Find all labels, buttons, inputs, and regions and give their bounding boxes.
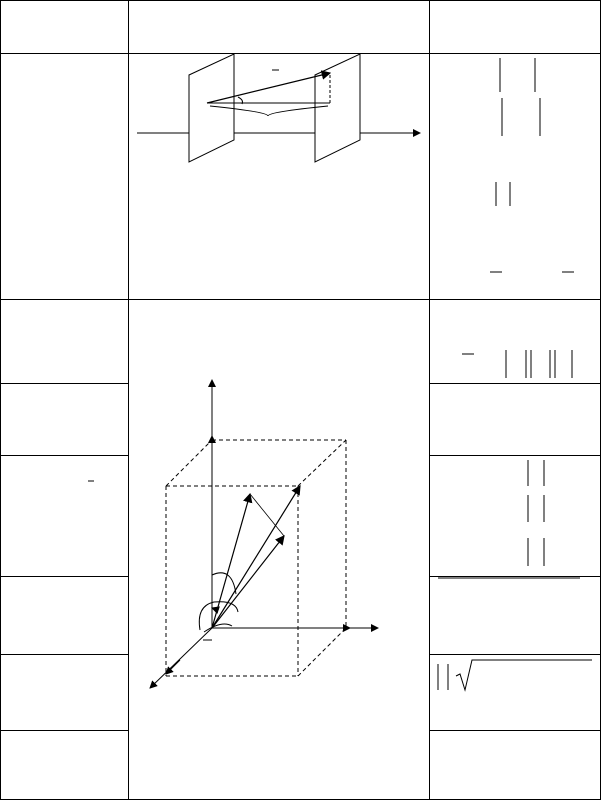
dashed-box [165, 439, 347, 677]
angle-arc-1 [211, 572, 237, 595]
column-divider-2 [429, 0, 430, 800]
angle-arc-2 [198, 601, 239, 631]
vector-c [211, 535, 285, 629]
vector-a [211, 492, 253, 629]
x-axis [149, 627, 213, 689]
row-divider-5-right [430, 576, 601, 577]
row-divider-6-right [430, 654, 601, 655]
row-divider-6-left [0, 654, 129, 655]
row-divider-2 [0, 299, 601, 300]
angle-arc [237, 96, 243, 105]
angle-arc-3 [203, 623, 233, 633]
row-divider-5-left [0, 576, 129, 577]
row-divider-7-left [0, 730, 129, 731]
vector-b [211, 484, 301, 629]
row-divider-4-left [0, 455, 129, 456]
row-divider-1 [0, 53, 601, 54]
table-top-border [0, 0, 601, 1]
brace [209, 105, 329, 117]
column-divider-1 [128, 0, 129, 800]
row-divider-3-right [430, 383, 601, 384]
row-divider-3-left [0, 383, 129, 384]
row-divider-7-right [430, 730, 601, 731]
cross-vector [206, 70, 332, 104]
table-left-border [0, 0, 1, 800]
row-divider-4-right [430, 455, 601, 456]
